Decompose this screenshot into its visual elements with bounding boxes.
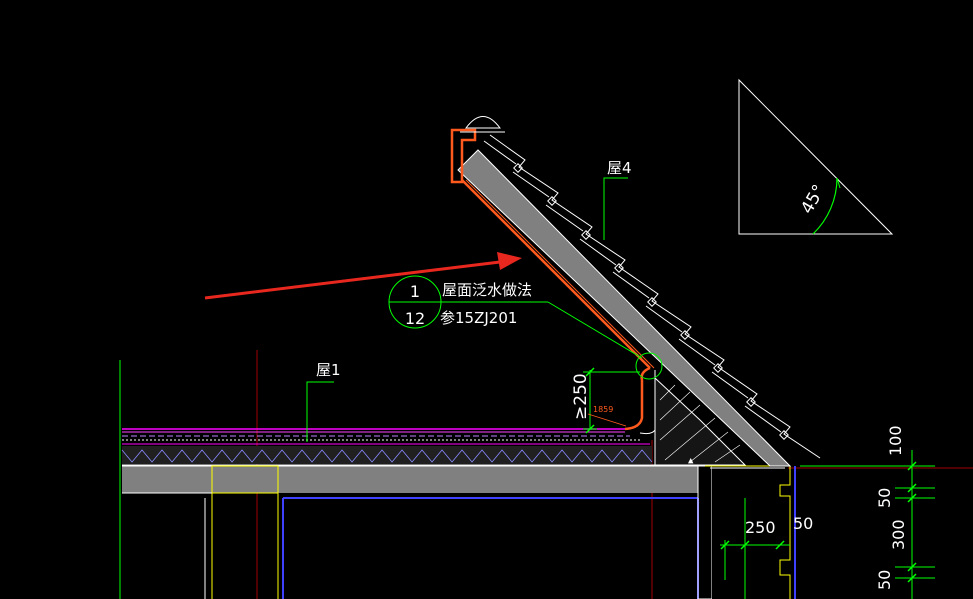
concrete-slab bbox=[122, 466, 698, 493]
dimension-50-c: 50 bbox=[875, 570, 894, 590]
angle-label: 45° bbox=[797, 181, 829, 217]
slope-triangle: 45° bbox=[738, 78, 894, 235]
small-tag: 1859 bbox=[593, 405, 613, 414]
callout-title: 屋面泛水做法 bbox=[442, 281, 532, 299]
roof-label-1-callout: 屋1 bbox=[306, 361, 341, 442]
detail-marker-circle bbox=[635, 352, 663, 380]
sloped-roof-slab bbox=[457, 149, 792, 467]
roof-label-4: 屋4 bbox=[607, 159, 632, 177]
flashing-membrane bbox=[450, 128, 663, 435]
vertical-dimension-chain: 100 50 300 50 bbox=[800, 425, 935, 599]
dimension-250: 250 bbox=[745, 518, 776, 537]
upstand-hatched-wall: ▲ bbox=[654, 376, 747, 466]
ridge-tile bbox=[465, 116, 501, 129]
upstand-dimension-text: ≥250 bbox=[571, 373, 591, 420]
detail-number: 1 bbox=[410, 282, 420, 301]
structure-below bbox=[122, 465, 713, 599]
red-arrow-annotation bbox=[204, 252, 522, 300]
dimension-50-b: 50 bbox=[875, 488, 894, 508]
dimension-100: 100 bbox=[886, 425, 905, 456]
callout-reference: 参15ZJ201 bbox=[440, 309, 517, 327]
flat-roof-layers bbox=[121, 428, 660, 466]
eave-dimensions: 250 50 bbox=[720, 514, 813, 550]
dimension-50-a: 50 bbox=[793, 514, 813, 533]
index-leader bbox=[547, 301, 643, 359]
sheet-number: 12 bbox=[405, 309, 425, 328]
roof-tiles bbox=[483, 134, 821, 459]
dimension-300: 300 bbox=[889, 519, 908, 550]
eave-beam bbox=[705, 465, 796, 599]
roof-label-4-callout: 屋4 bbox=[603, 159, 632, 240]
roof-label-1: 屋1 bbox=[316, 361, 341, 379]
svg-text:▲: ▲ bbox=[688, 456, 694, 466]
upstand-dimension: ≥250 1859 bbox=[571, 367, 640, 434]
detail-index-callout: 1 12 屋面泛水做法 参15ZJ201 bbox=[388, 275, 643, 359]
